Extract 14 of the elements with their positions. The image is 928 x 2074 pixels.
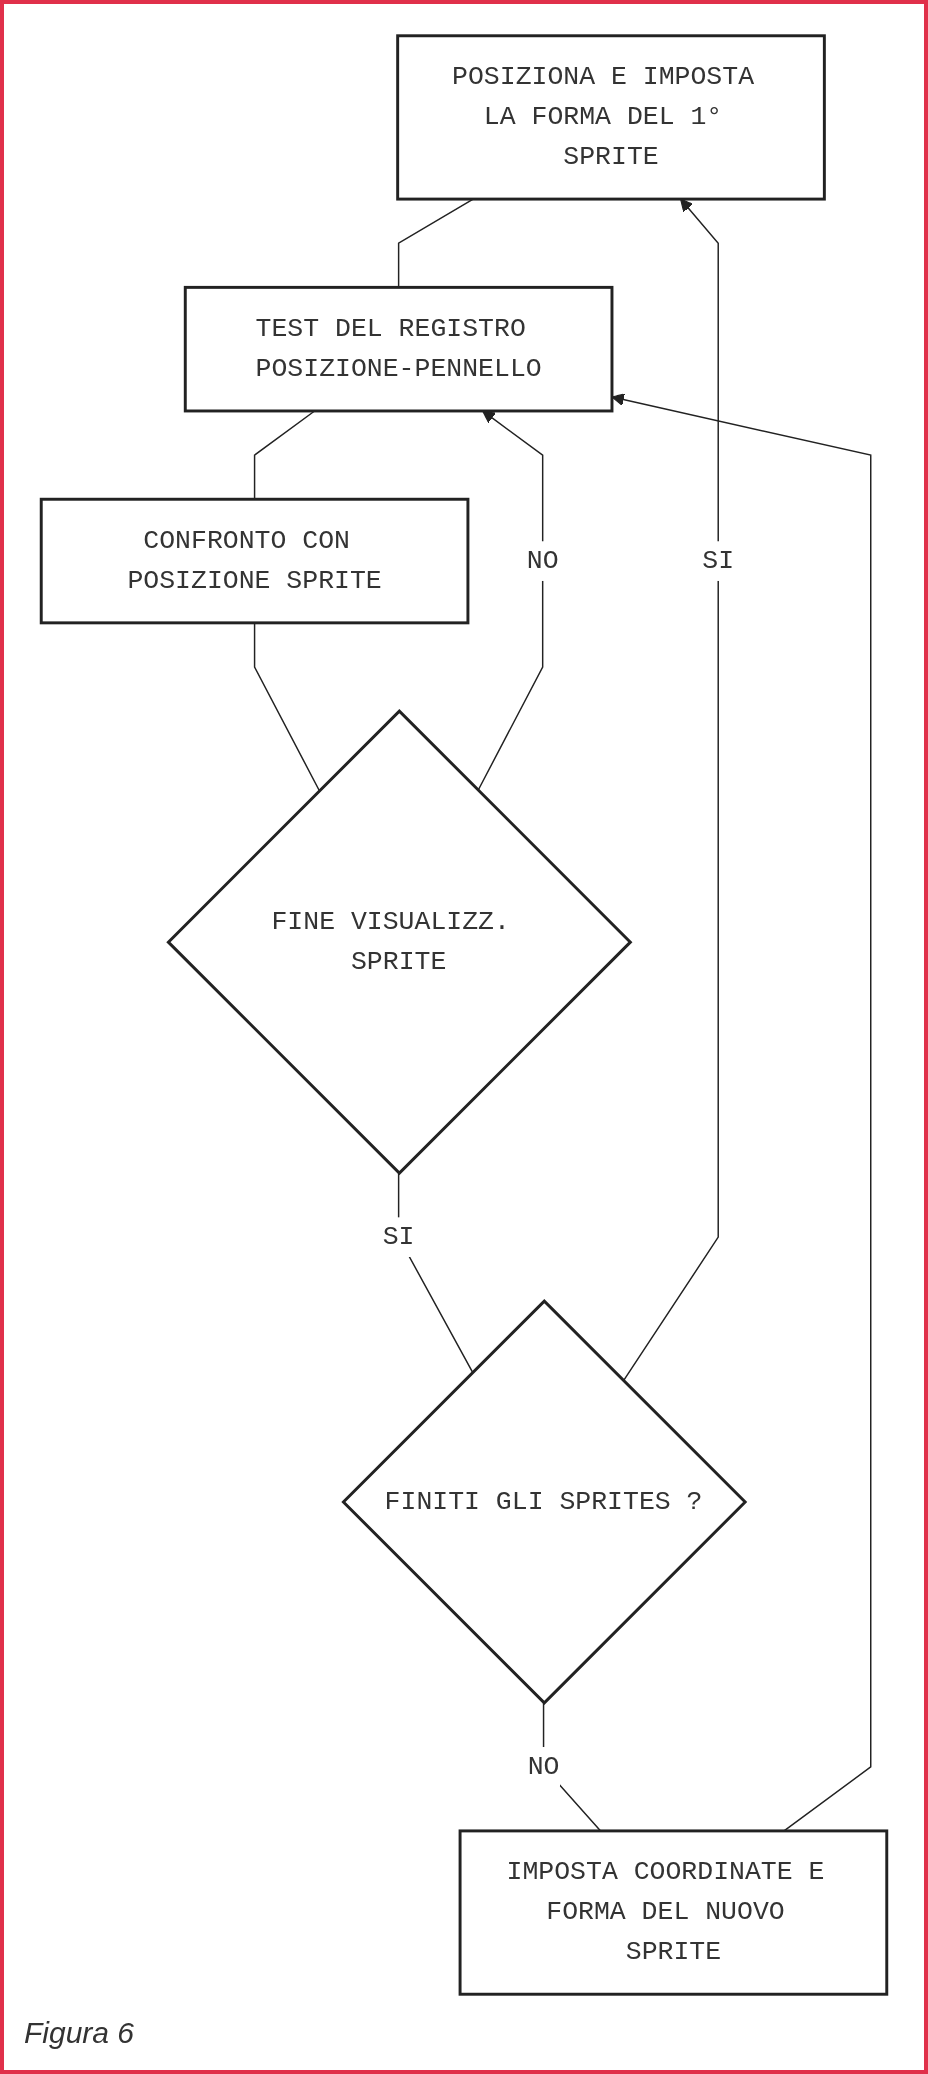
node-box — [39, 497, 470, 625]
node-box — [458, 1829, 889, 1996]
node-box — [183, 285, 614, 413]
node-diamond — [166, 709, 633, 1176]
edge-label: SI — [702, 545, 735, 576]
node-box — [396, 34, 826, 201]
figure-caption: Figura 6 — [24, 2016, 135, 2050]
node-diamond — [341, 1299, 748, 1705]
edge-label: NO — [526, 545, 559, 576]
edge-label: NO — [527, 1751, 560, 1781]
connector — [253, 410, 316, 500]
connector — [253, 622, 320, 792]
flowchart: POSIZIONA E IMPOSTA LA FORMA DEL 1° SPRITE TEST DEL REGISTRO POSIZIONE-PENNELLO CONFRONTO CON POSIZIONE SPRITE NO SI FINE VISUALIZZ. SPRITE SI FINITI GLI SPRITES ? NO IMPOSTA COORDINATE E FORMA DEL NUOVO SPRITE — [24, 24, 904, 2006]
edge-label: SI — [382, 1221, 415, 1252]
